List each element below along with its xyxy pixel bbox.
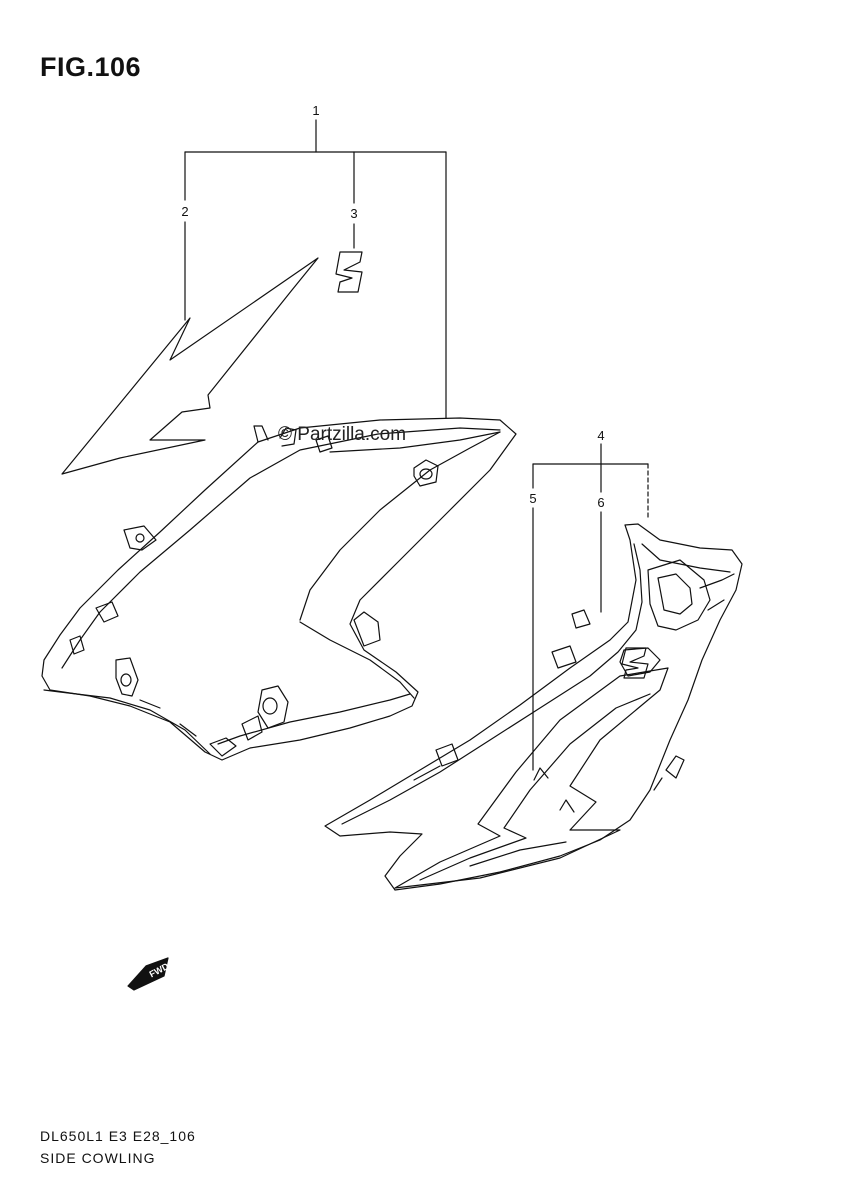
callout-2: 2: [181, 204, 188, 219]
section-name: SIDE COWLING: [40, 1150, 156, 1166]
leader-lines-group-4: [532, 443, 649, 771]
stripe-decal-right: [394, 667, 669, 889]
callout-1: 1: [312, 103, 319, 118]
callout-3: 3: [350, 206, 357, 221]
leader-lines-group-1: [184, 119, 447, 419]
side-cowling-right: [324, 523, 743, 891]
callout-4: 4: [597, 428, 604, 443]
emblem-right: [621, 647, 649, 679]
emblem-left: [335, 251, 363, 293]
stripe-decal-left: [61, 257, 319, 475]
forward-arrow-icon: [127, 957, 169, 991]
callout-6: 6: [597, 495, 604, 510]
watermark: © Partzilla.com: [278, 424, 406, 445]
figure-title: FIG.106: [40, 52, 142, 82]
callout-5: 5: [529, 491, 536, 506]
side-cowling-left: [41, 417, 517, 761]
model-code: DL650L1 E3 E28_106: [40, 1128, 196, 1144]
